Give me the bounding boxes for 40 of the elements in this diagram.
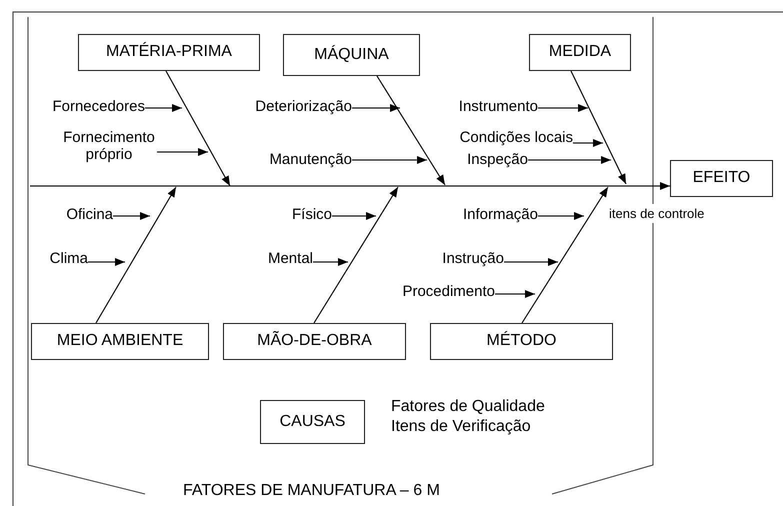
cause-label: Informação [462,206,538,224]
arrow [495,290,535,298]
side-note: Itens de Verificação [391,417,531,437]
cause-label: Instrução [442,250,504,268]
arrow [504,258,558,266]
cause-label: Deteriorização [255,98,352,116]
category-box: EFEITO [670,160,773,197]
arrow [157,148,208,156]
category-box: MÃO-DE-OBRA [223,323,406,360]
bracket-caption: FATORES DE MANUFATURA – 6 M [183,481,440,501]
arrow [538,212,584,220]
category-box: MEIO AMBIENTE [31,323,209,360]
cause-bone-arrow [166,70,230,186]
category-box: MEDIDA [529,34,631,71]
side-note: Fatores de Qualidade [391,397,545,417]
cause-bone-arrow [376,76,446,186]
arrow [113,212,150,220]
cause-label: Manutenção [269,151,352,168]
cause-bone-arrow [314,186,398,324]
arrow [313,258,348,266]
arrow [352,156,427,164]
category-box: MÁQUINA [283,34,420,76]
cause-bone-arrow [522,186,608,324]
category-box: MATÉRIA-PRIMA [78,34,260,71]
arrow [145,104,182,112]
arrow [88,258,125,266]
arrow [352,104,400,112]
arrow [573,139,603,147]
arrow [538,104,588,112]
arrow [528,156,611,164]
category-box: MÉTODO [430,323,613,360]
cause-bone-arrow [96,186,176,324]
cause-label: Fornecimento próprio [61,129,157,164]
control-items-note: itens de controle [609,206,704,222]
category-box: CAUSAS [260,400,365,444]
arrow [30,182,670,190]
cause-label: Condições locais [460,129,573,146]
cause-label: Inspeção [467,151,528,168]
cause-bone-arrow [570,70,626,184]
arrow [332,212,376,220]
